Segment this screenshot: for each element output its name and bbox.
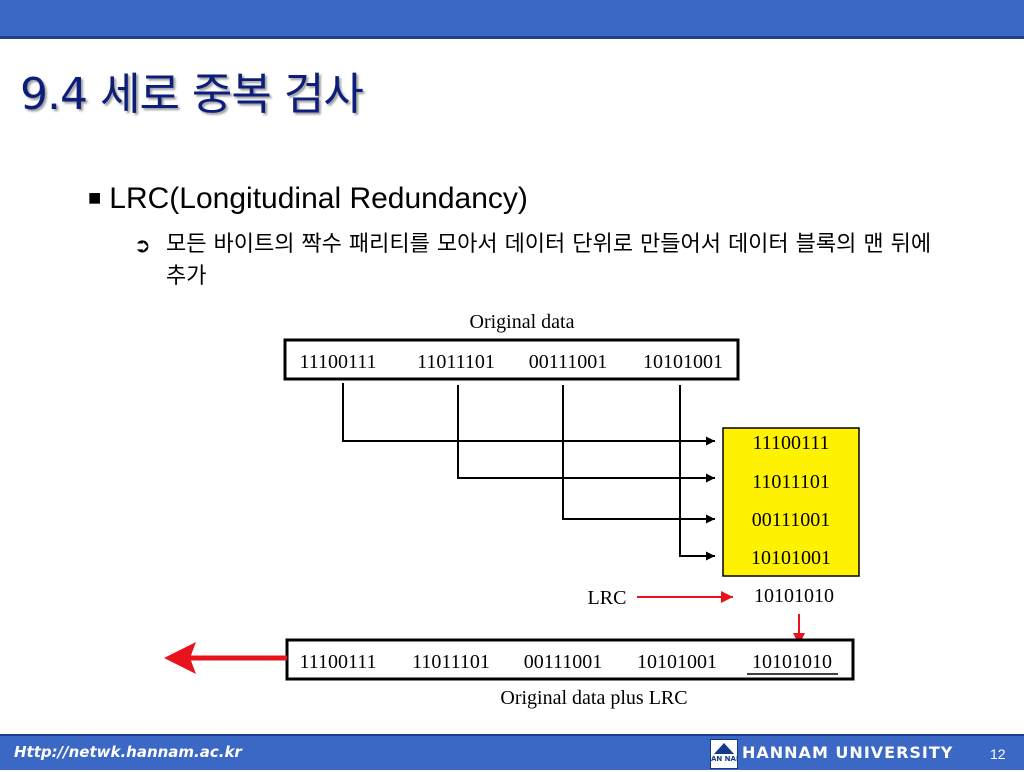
combined-data-box [285,638,855,681]
lrc-value: 10101010 [754,585,834,607]
connector-byte-4 [679,385,715,561]
stacked-byte-4: 10101001 [751,547,831,569]
sub-bullet-text: 모든 바이트의 짝수 패리티를 모아서 데이터 단위로 만들어서 데이터 블록의… [166,232,932,289]
original-data-box [283,338,740,381]
top-bar [0,0,1024,39]
combined-byte-4: 10101001 [637,651,717,673]
footer-url: Http://netwk.hannam.ac.kr [14,743,242,761]
combined-data-caption: Original data plus LRC [500,687,687,709]
original-byte-1: 11100111 [299,351,376,373]
arrow-bullet-icon: ➲ [134,233,151,257]
combined-byte-2: 11011101 [412,651,490,673]
sub-bullet: ➲ 모든 바이트의 짝수 패리티를 모아서 데이터 단위로 만들어서 데이터 블… [134,229,954,293]
stacked-byte-2: 11011101 [752,471,830,493]
slide-title: 9.4 세로 중복 검사 [20,69,364,120]
lrc-label: LRC [588,587,627,609]
combined-byte-3: 00111001 [524,651,603,673]
connector-byte-3 [562,385,715,524]
original-byte-2: 11011101 [417,351,495,373]
connector-byte-1 [342,383,715,446]
bottom-bar: Http://netwk.hannam.ac.kr HAN NAM HANNAM… [0,734,1024,770]
stacked-bytes-box [722,427,860,577]
square-bullet-icon: ■ [88,185,102,210]
original-byte-4: 10101001 [643,351,723,373]
combined-byte-lrc: 10101010 [752,651,832,673]
original-byte-3: 00111001 [529,351,608,373]
bullet-lrc-text: LRC(Longitudinal Redundancy) [109,182,528,215]
send-arrow-icon [164,642,196,674]
stacked-byte-3: 00111001 [752,509,831,531]
connector-byte-2 [457,385,715,483]
combined-byte-1: 11100111 [299,651,376,673]
original-data-caption: Original data [470,311,575,333]
page-number: 12 [990,746,1006,762]
university-logo-icon: HAN NAM [705,739,743,769]
university-name: HANNAM UNIVERSITY [742,743,954,762]
stacked-byte-1: 11100111 [752,432,829,454]
logo-text: HAN NAM [711,755,737,763]
lrc-diagram: Original data 11100111 11011101 00111001… [164,311,860,709]
bullet-lrc: ■ LRC(Longitudinal Redundancy) [88,182,528,216]
